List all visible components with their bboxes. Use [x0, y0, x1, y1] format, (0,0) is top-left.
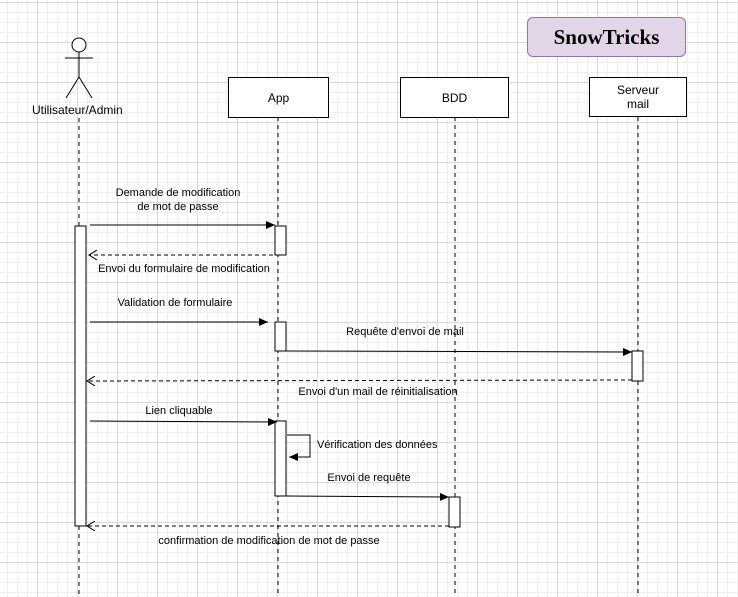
message-label-7: Vérification des données: [317, 439, 438, 451]
participant-app-label: App: [267, 90, 290, 105]
message-arrow-5: [87, 380, 633, 381]
message-arrow-4: [285, 347, 633, 356]
app-activation-3: [274, 420, 287, 497]
message-label-9: confirmation de modification de mot de p…: [158, 535, 380, 547]
message-arrow-7: [287, 434, 311, 461]
message-arrow-8: [285, 492, 450, 501]
participant-bdd: BDD: [400, 77, 509, 118]
actor-activation: [74, 225, 87, 527]
message-label-6: Lien cliquable: [145, 405, 213, 417]
actor-label: Utilisateur/Admin: [32, 103, 123, 117]
message-label-1: Demande de modification de mot de passe: [115, 187, 241, 213]
participant-mail: Serveur mail: [589, 77, 687, 117]
message-label-8: Envoi de requête: [327, 472, 411, 484]
participant-bdd-label: BDD: [441, 90, 468, 105]
app-activation-2: [274, 321, 287, 352]
bdd-activation: [448, 496, 461, 528]
message-label-3: Validation de formulaire: [117, 297, 233, 309]
mail-activation: [631, 350, 644, 382]
diagram-title: SnowTricks: [553, 24, 660, 49]
message-label-2: Envoi du formulaire de modification: [98, 263, 270, 275]
app-activation-1: [274, 225, 287, 256]
title-box: SnowTricks: [527, 17, 686, 57]
message-label-5: Envoi d'un mail de réinitialisation: [298, 386, 458, 398]
participant-mail-label: Serveur mail: [616, 83, 660, 111]
message-arrow-6: [89, 417, 278, 426]
participant-app: App: [228, 77, 329, 118]
message-label-4: Requête d'envoi de mail: [346, 326, 464, 338]
actor-figure: [65, 37, 93, 99]
